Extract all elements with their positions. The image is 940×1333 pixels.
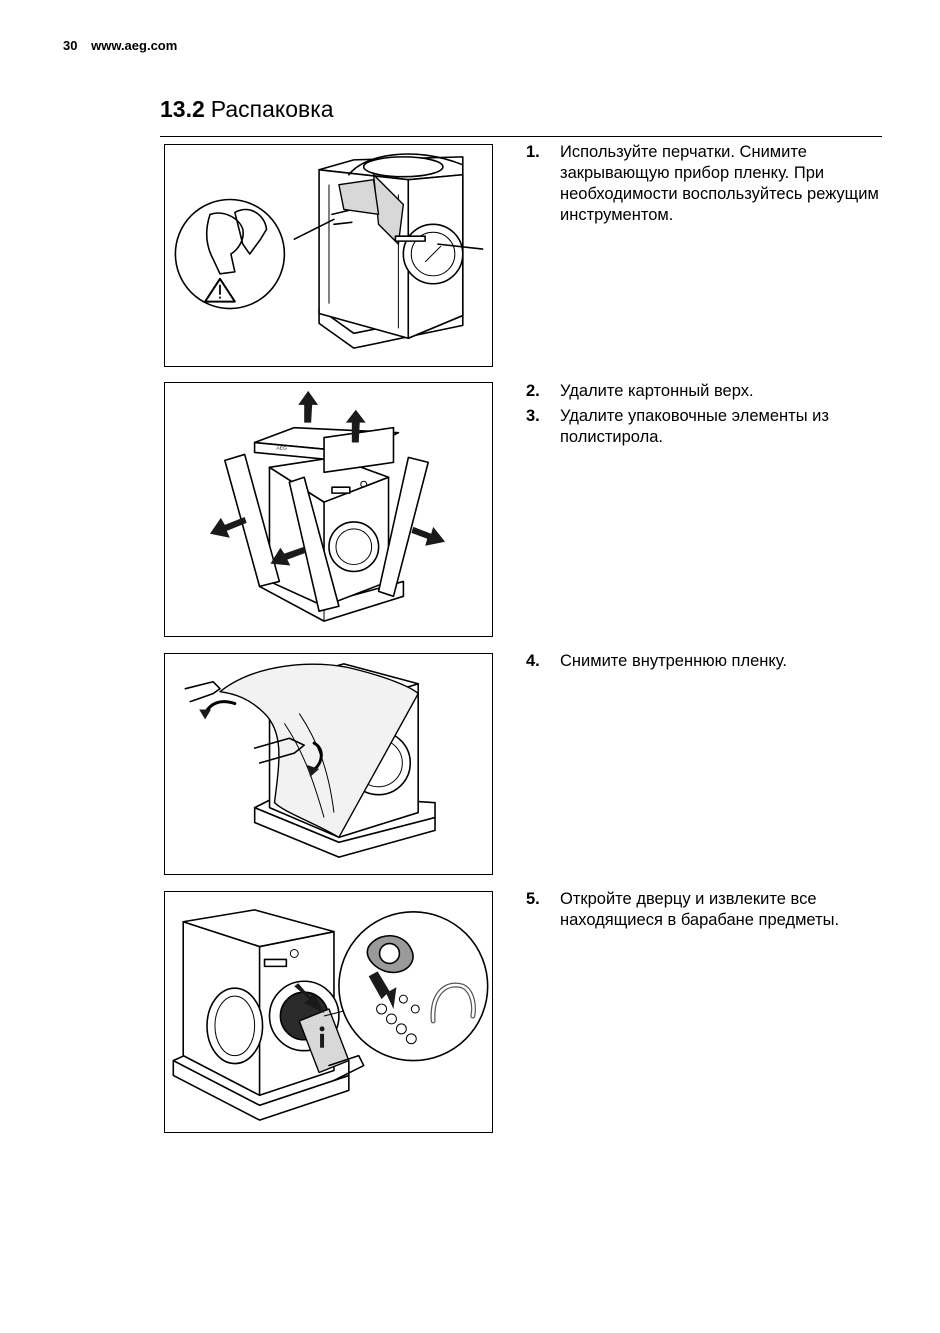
step-1: 1. Используйте перчатки. Снимите закрыва… — [526, 142, 886, 226]
figure-open-door — [164, 891, 493, 1133]
step-3: 3. Удалите упаковочные элементы из полис… — [526, 406, 886, 448]
step-1-text: Используйте перчатки. Снимите закрывающу… — [560, 143, 879, 224]
arrow-icon — [298, 390, 366, 443]
gloves-icon — [205, 208, 268, 275]
step-5-text: Откройте дверцу и извлеките все находящи… — [560, 890, 840, 929]
warning-triangle-icon — [204, 277, 236, 303]
figure-remove-inner-film — [164, 653, 493, 875]
section-name: Распаковка — [210, 96, 334, 122]
step-5: 5. Откройте дверцу и извлеките все наход… — [526, 889, 886, 931]
step-2-number: 2. — [526, 382, 540, 400]
step-5-number: 5. — [526, 890, 540, 908]
step-2: 2. Удалите картонный верх. — [526, 381, 886, 402]
page-number: 30 — [63, 38, 78, 53]
step-4-text: Снимите внутреннюю пленку. — [560, 652, 787, 670]
step-2-text: Удалите картонный верх. — [560, 382, 754, 400]
website-url: www.aeg.com — [91, 38, 178, 53]
section-divider — [160, 136, 882, 137]
step-3-number: 3. — [526, 407, 540, 425]
step-4: 4. Снимите внутреннюю пленку. — [526, 651, 886, 672]
figure-remove-packaging: AEG — [164, 382, 493, 637]
info-icon — [319, 1026, 325, 1048]
section-number: 13.2 — [160, 96, 205, 122]
figure-remove-film — [164, 144, 493, 367]
step-3-text: Удалите упаковочные элементы из полистир… — [560, 407, 829, 446]
step-4-number: 4. — [526, 652, 540, 670]
svg-text:AEG: AEG — [276, 445, 287, 451]
step-1-number: 1. — [526, 143, 540, 161]
page-header: 30 www.aeg.com — [63, 38, 187, 53]
